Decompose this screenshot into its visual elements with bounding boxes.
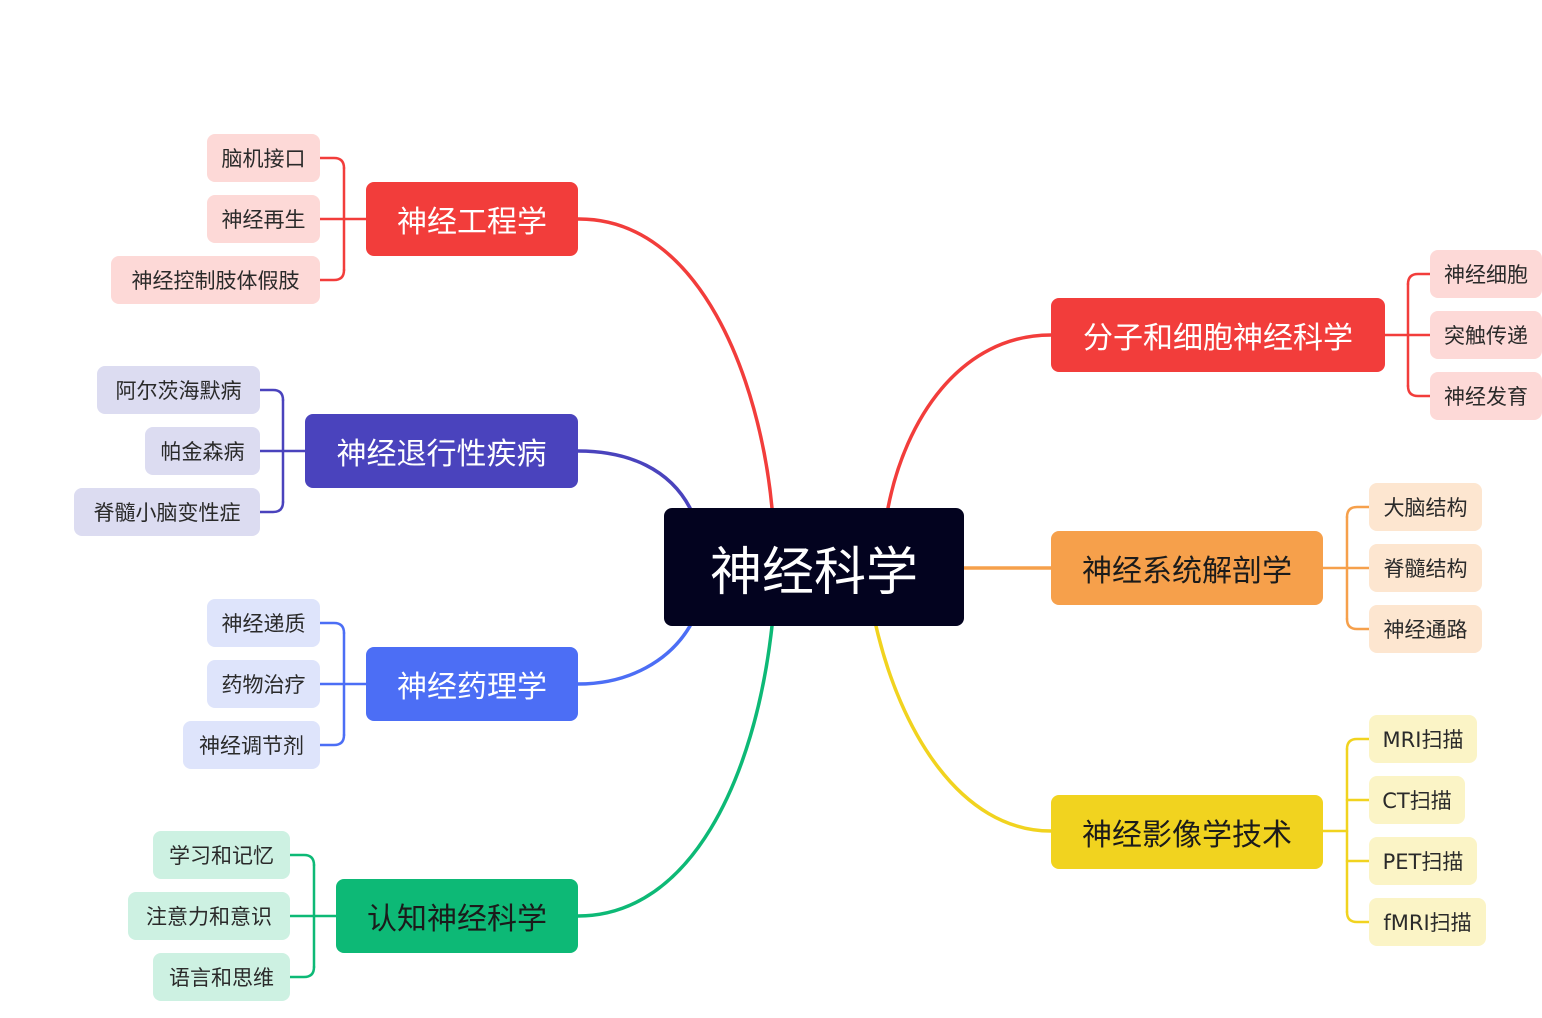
leaf-node[interactable]: fMRI扫描 [1369, 898, 1486, 946]
branch-cognitive-neuroscience[interactable]: 认知神经科学 [336, 879, 578, 953]
leaf-node[interactable]: 神经通路 [1369, 605, 1482, 653]
leaf-node[interactable]: PET扫描 [1369, 837, 1477, 885]
leaf-node[interactable]: 神经细胞 [1430, 250, 1542, 298]
leaf-node[interactable]: 脑机接口 [207, 134, 320, 182]
leaf-node[interactable]: 脊髓小脑变性症 [74, 488, 260, 536]
leaf-node[interactable]: 大脑结构 [1369, 483, 1482, 531]
branch-neuroanatomy[interactable]: 神经系统解剖学 [1051, 531, 1323, 605]
branch-neuropharmacology[interactable]: 神经药理学 [366, 647, 578, 721]
leaf-node[interactable]: 神经调节剂 [183, 721, 320, 769]
branch-neurodegenerative-disease[interactable]: 神经退行性疾病 [305, 414, 578, 488]
leaf-node[interactable]: 突触传递 [1430, 311, 1542, 359]
leaf-node[interactable]: 神经再生 [207, 195, 320, 243]
branch-molecular-cellular-neuroscience[interactable]: 分子和细胞神经科学 [1051, 298, 1385, 372]
leaf-node[interactable]: 阿尔茨海默病 [97, 366, 260, 414]
leaf-node[interactable]: 脊髓结构 [1369, 544, 1482, 592]
leaf-node[interactable]: 神经控制肢体假肢 [111, 256, 320, 304]
leaf-node[interactable]: 注意力和意识 [128, 892, 290, 940]
link-center-engineering [576, 217, 774, 510]
link-center-molecular [886, 333, 1053, 510]
central-topic[interactable]: 神经科学 [664, 508, 964, 626]
link-center-imaging [874, 624, 1053, 833]
link-center-degenerative [576, 449, 692, 510]
leaf-node[interactable]: 药物治疗 [207, 660, 320, 708]
leaf-node[interactable]: CT扫描 [1369, 776, 1465, 824]
leaf-node[interactable]: MRI扫描 [1369, 715, 1477, 763]
leaf-node[interactable]: 语言和思维 [153, 953, 290, 1001]
leaf-node[interactable]: 神经递质 [207, 599, 320, 647]
leaf-node[interactable]: 学习和记忆 [153, 831, 290, 879]
link-center-cognitive [576, 624, 774, 918]
branch-neuroengineering[interactable]: 神经工程学 [366, 182, 578, 256]
link-center-pharmacology [576, 624, 692, 686]
branch-neuroimaging[interactable]: 神经影像学技术 [1051, 795, 1323, 869]
leaf-node[interactable]: 神经发育 [1430, 372, 1542, 420]
leaf-node[interactable]: 帕金森病 [145, 427, 260, 475]
